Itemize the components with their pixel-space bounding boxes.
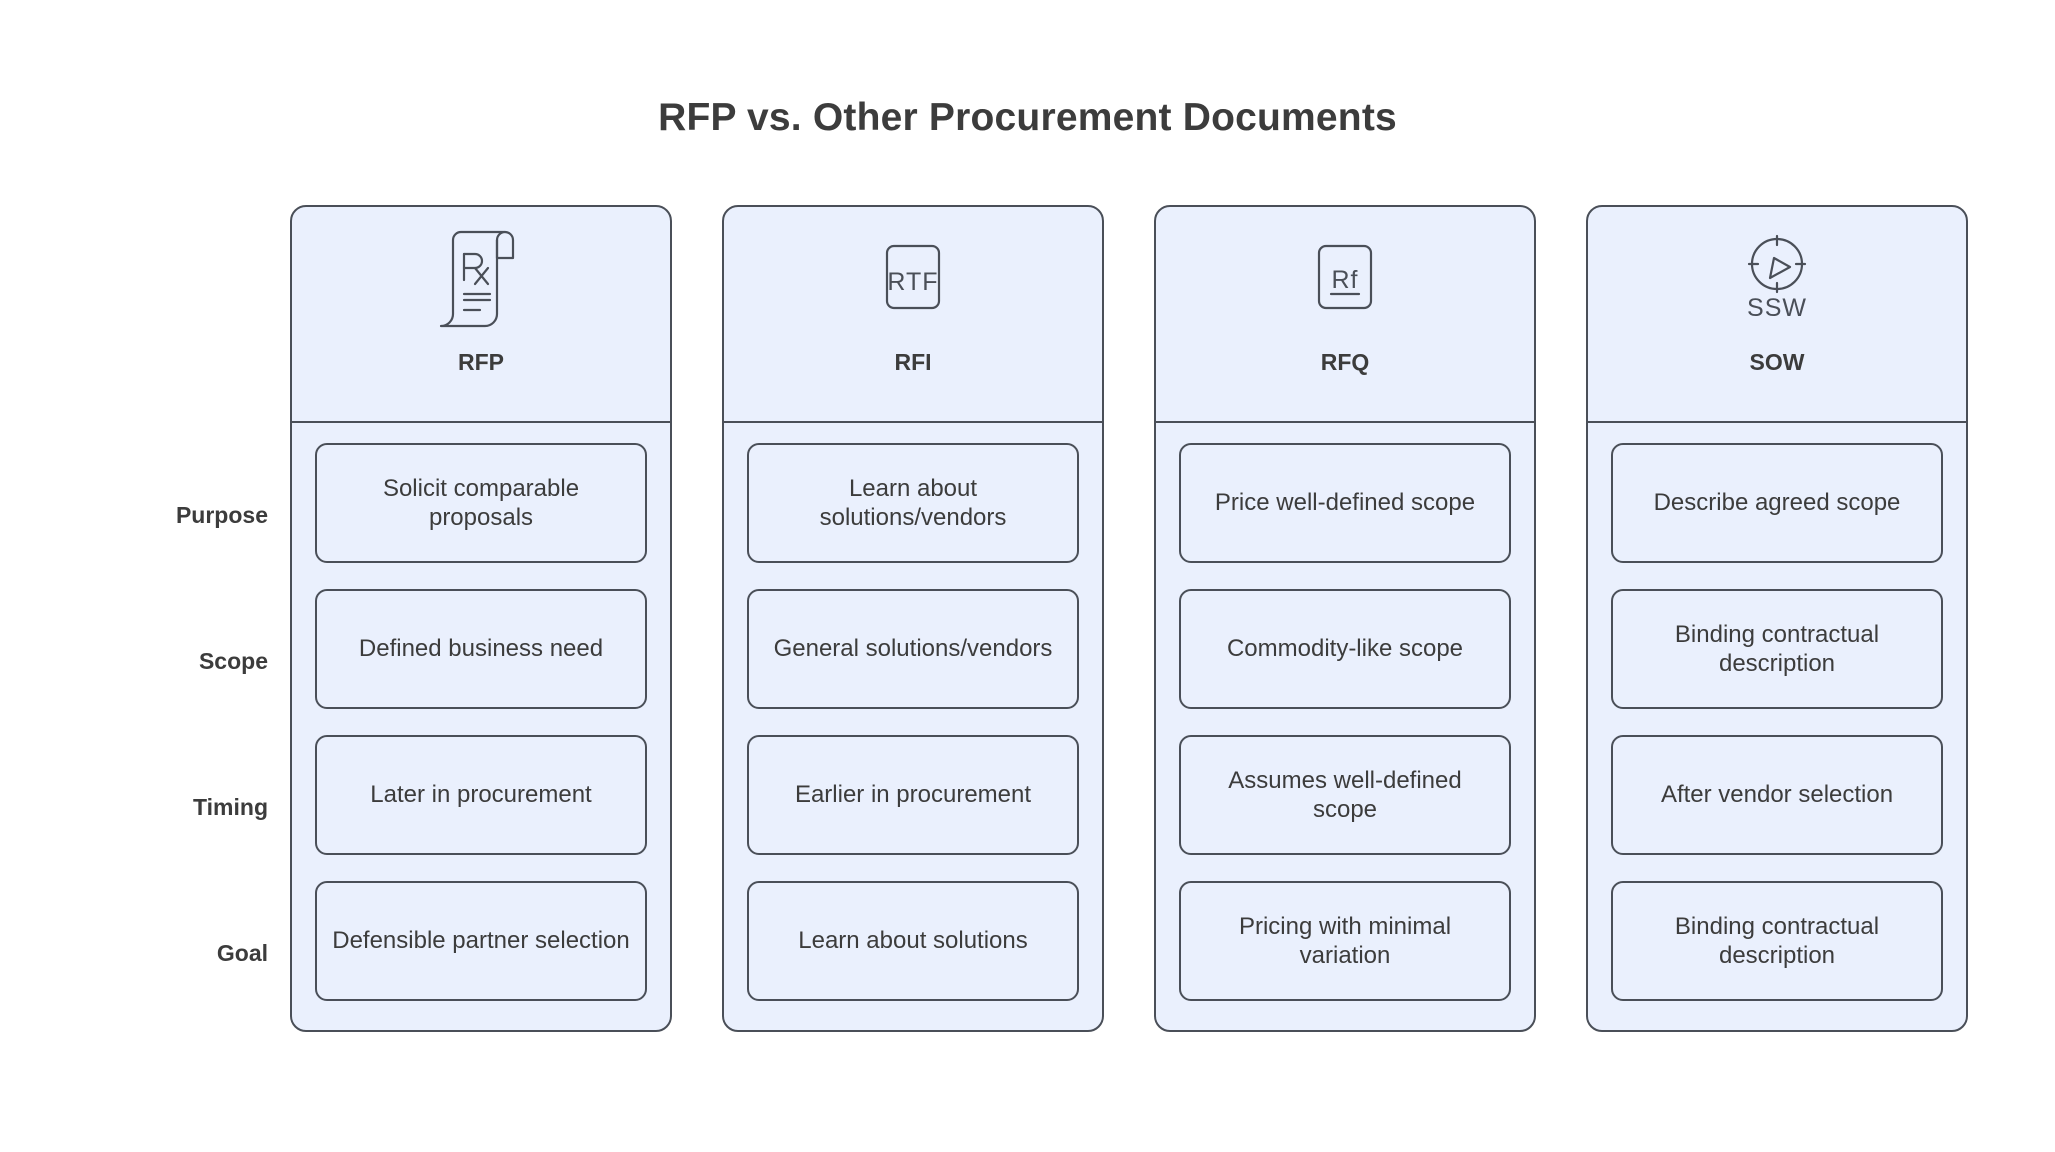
column-header-rfi: RTF RFI (724, 207, 1102, 423)
compass-icon: SSW (1729, 223, 1825, 341)
rtf-file-icon: RTF (865, 223, 961, 341)
column-sow[interactable]: SSW SOW Describe agreed scope Binding co… (1586, 205, 1968, 1032)
cell-rfq-scope[interactable]: Commodity-like scope (1179, 589, 1511, 709)
comparison-columns: RFP Solicit comparable proposals Defined… (290, 205, 1968, 1032)
column-title-rfq: RFQ (1320, 349, 1370, 375)
column-header-sow: SSW SOW (1588, 207, 1966, 423)
column-cells-rfp: Solicit comparable proposals Defined bus… (292, 423, 670, 1001)
cell-rfp-goal[interactable]: Defensible partner selection (315, 881, 647, 1001)
row-label-timing: Timing (193, 793, 268, 820)
prescription-scroll-icon (433, 223, 529, 341)
row-label-purpose: Purpose (175, 501, 268, 528)
cell-sow-goal[interactable]: Binding contractual description (1611, 881, 1943, 1001)
row-label-column: Purpose Scope Timing Goal (30, 455, 280, 1039)
cell-rfp-scope[interactable]: Defined business need (315, 589, 647, 709)
cell-rfi-purpose[interactable]: Learn about solutions/vendors (747, 443, 1079, 563)
column-header-rfq: Rf RFQ (1156, 207, 1534, 423)
cell-rfq-goal[interactable]: Pricing with minimal variation (1179, 881, 1511, 1001)
cell-rfq-timing[interactable]: Assumes well-defined scope (1179, 735, 1511, 855)
cell-rfq-purpose[interactable]: Price well-defined scope (1179, 443, 1511, 563)
cell-rfi-goal[interactable]: Learn about solutions (747, 881, 1079, 1001)
row-label-scope: Scope (198, 647, 268, 674)
cell-sow-purpose[interactable]: Describe agreed scope (1611, 443, 1943, 563)
column-title-rfp: RFP (458, 349, 504, 375)
column-title-sow: SOW (1749, 349, 1805, 375)
rf-file-icon: Rf (1297, 223, 1393, 341)
column-rfp[interactable]: RFP Solicit comparable proposals Defined… (290, 205, 672, 1032)
compass-icon-label: SSW (1747, 294, 1807, 322)
cell-sow-timing[interactable]: After vendor selection (1611, 735, 1943, 855)
cell-rfi-scope[interactable]: General solutions/vendors (747, 589, 1079, 709)
column-cells-rfq: Price well-defined scope Commodity-like … (1156, 423, 1534, 1001)
cell-rfi-timing[interactable]: Earlier in procurement (747, 735, 1079, 855)
page-title: RFP vs. Other Procurement Documents (658, 96, 1397, 139)
column-header-rfp: RFP (292, 207, 670, 423)
rtf-icon-label: RTF (887, 268, 938, 296)
cell-rfp-purpose[interactable]: Solicit comparable proposals (315, 443, 647, 563)
cell-sow-scope[interactable]: Binding contractual description (1611, 589, 1943, 709)
cell-rfp-timing[interactable]: Later in procurement (315, 735, 647, 855)
column-rfi[interactable]: RTF RFI Learn about solutions/vendors Ge… (722, 205, 1104, 1032)
column-cells-sow: Describe agreed scope Binding contractua… (1588, 423, 1966, 1001)
column-rfq[interactable]: Rf RFQ Price well-defined scope Commodit… (1154, 205, 1536, 1032)
rf-icon-label: Rf (1332, 266, 1359, 294)
column-title-rfi: RFI (894, 349, 932, 375)
row-label-goal: Goal (216, 939, 268, 966)
column-cells-rfi: Learn about solutions/vendors General so… (724, 423, 1102, 1001)
